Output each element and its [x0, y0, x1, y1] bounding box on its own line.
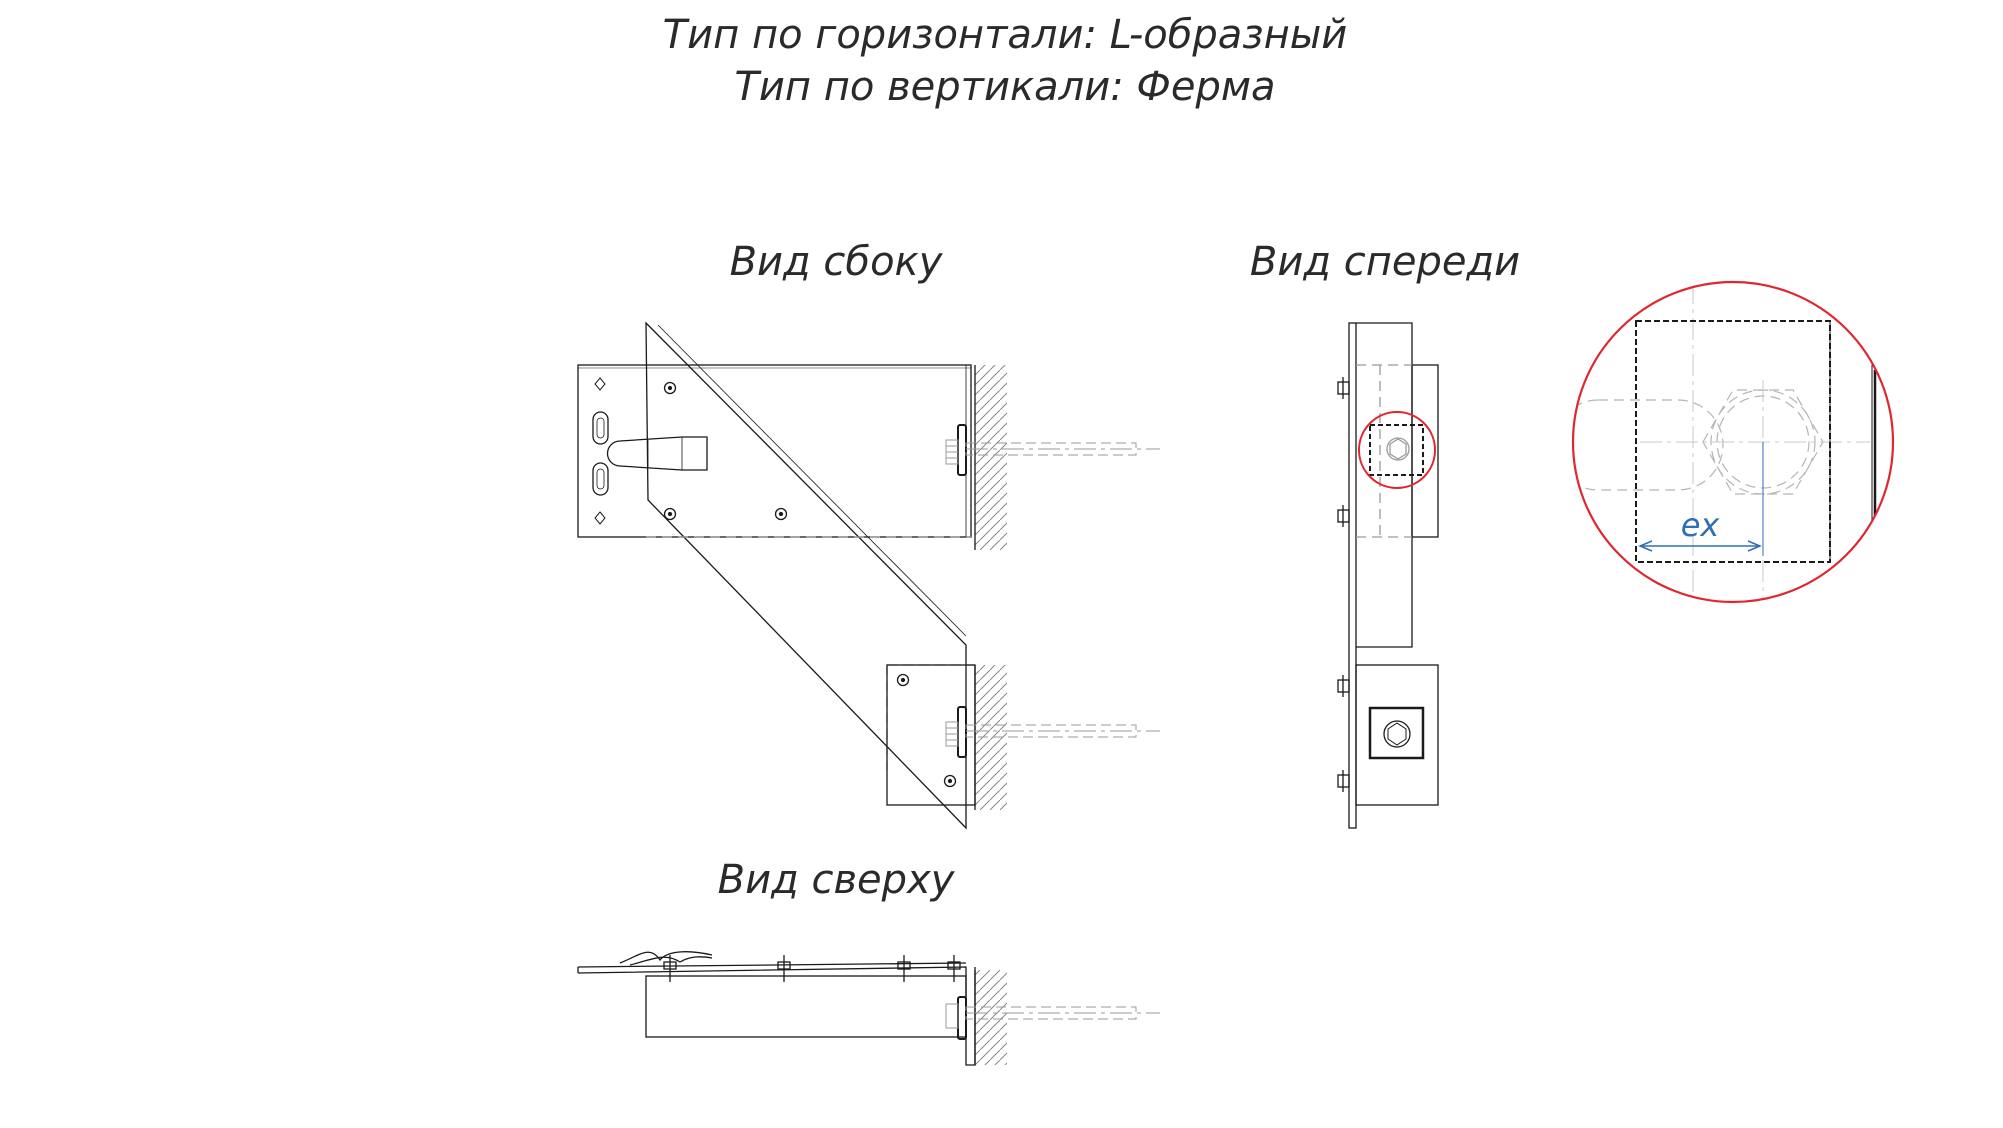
top-view-title: Вид сверху	[718, 857, 956, 903]
side-view	[577, 321, 1160, 830]
detail-zoom: ex	[1571, 280, 1895, 604]
front-view-title: Вид спереди	[1250, 239, 1520, 285]
horizontal-type-label: Тип по горизонтали: L-образный	[663, 12, 1348, 58]
front-view	[1337, 322, 1439, 829]
vertical-type-label: Тип по вертикали: Ферма	[734, 64, 1275, 110]
top-view	[577, 951, 1160, 1066]
ex-dimension-label: ex	[1681, 506, 1721, 544]
side-view-title: Вид сбоку	[730, 239, 944, 285]
